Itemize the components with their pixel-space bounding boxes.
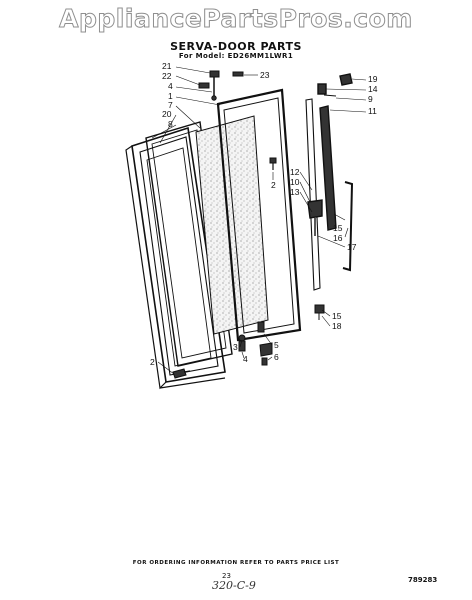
- side-trim-parts: [305, 73, 354, 291]
- ordering-info-note: FOR ORDERING INFORMATION REFER TO PARTS …: [132, 560, 340, 566]
- door-liner-frame: [145, 121, 233, 367]
- callout-4-lower: 4: [243, 354, 248, 364]
- callout-16: 16: [333, 233, 343, 243]
- callout-5: 5: [274, 340, 279, 350]
- diagram-code: 789283: [408, 576, 438, 584]
- callout-20: 20: [162, 109, 172, 119]
- callout-12: 12: [290, 167, 300, 177]
- callout-21: 21: [162, 61, 172, 71]
- callout-15-lower: 15: [332, 311, 342, 321]
- door-gasket: [216, 88, 302, 342]
- callout-6: 6: [274, 352, 279, 362]
- callout-14: 14: [368, 84, 378, 94]
- screw-2-upper: [269, 157, 277, 170]
- handwritten-note: 320-C-9: [212, 579, 256, 592]
- foam-insulation: [195, 115, 269, 335]
- callout-7: 7: [168, 100, 173, 110]
- leader-lines: [151, 66, 367, 375]
- callout-8: 8: [168, 119, 173, 129]
- callout-9: 9: [368, 94, 373, 104]
- callout-labels: 21 22 4 1 7 20 8 23 2 19 14 9 11 12 10 1…: [150, 61, 378, 367]
- callout-3: 3: [233, 342, 238, 352]
- page-number: 23: [222, 572, 231, 580]
- page-title: SERVA-DOOR PARTS: [170, 40, 302, 53]
- callout-17: 17: [347, 242, 357, 252]
- model-subtitle: For Model: ED26MM1LWR1: [178, 52, 294, 60]
- callout-13: 13: [290, 187, 300, 197]
- callout-15-upper: 15: [333, 223, 343, 233]
- bottom-hinge: [238, 304, 325, 366]
- callout-10: 10: [290, 177, 300, 187]
- callout-19: 19: [368, 74, 378, 84]
- callout-4: 4: [168, 81, 173, 91]
- callout-18: 18: [332, 321, 342, 331]
- top-hinge: [198, 70, 244, 101]
- screw-2-lower: [172, 368, 191, 379]
- watermark: AppliancePartsPros.com: [59, 4, 413, 34]
- callout-23: 23: [260, 70, 270, 80]
- callout-1: 1: [168, 91, 173, 101]
- callout-2-lower: 2: [150, 357, 155, 367]
- callout-11: 11: [368, 106, 377, 116]
- callout-22: 22: [162, 71, 172, 81]
- callout-2-upper: 2: [271, 180, 276, 190]
